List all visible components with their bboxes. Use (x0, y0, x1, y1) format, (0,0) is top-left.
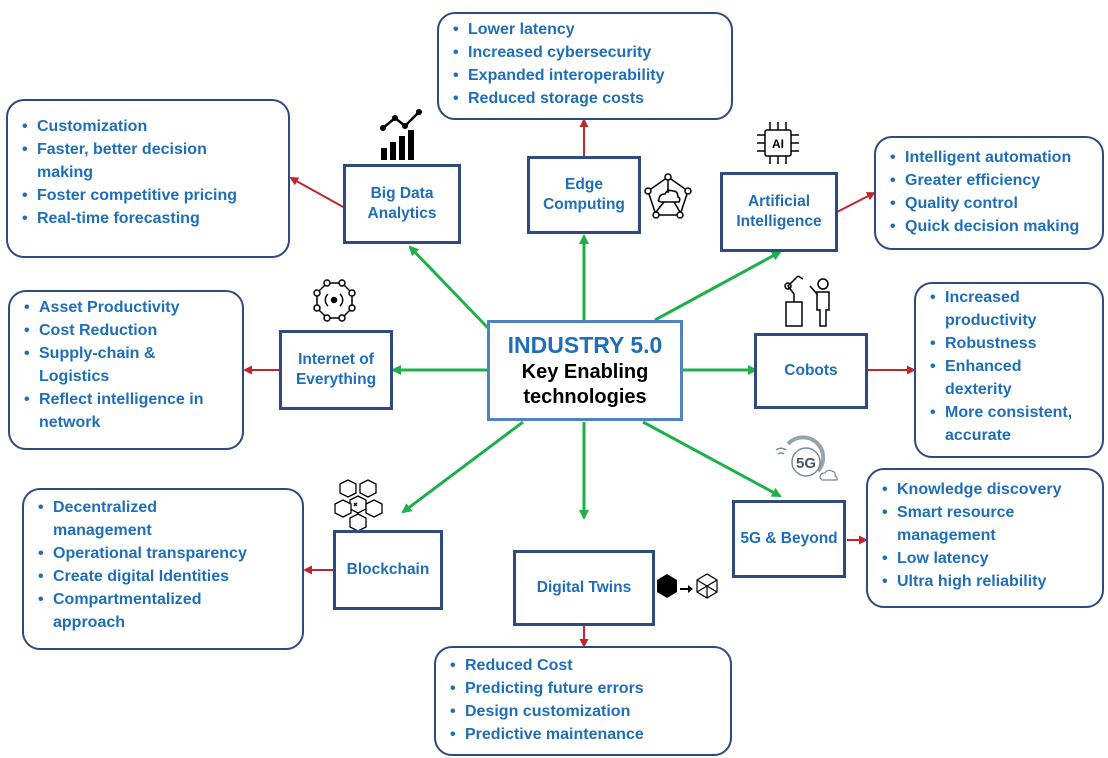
node-cobots-label: Cobots (784, 361, 838, 379)
benefit-item: Knowledge discovery (882, 478, 1092, 501)
ai-chip-icon: AI (757, 122, 799, 164)
bar-chart-trend-icon (380, 109, 422, 160)
benefit-item: Operational transparency (38, 542, 292, 565)
benefit-item: Lower latency (453, 18, 721, 41)
benefit-item: Asset Productivity (24, 296, 232, 319)
node-ai-label: Artificial Intelligence (736, 192, 822, 230)
cloud-network-icon (644, 173, 692, 219)
node-edge-label: Edge Computing (543, 175, 625, 213)
5g-icon: 5G (775, 435, 838, 481)
benefits-blockchain: Decentralized management Operational tra… (22, 488, 304, 650)
node-digital-twins: Digital Twins (513, 550, 655, 626)
benefit-item: Intelligent automation (890, 146, 1092, 169)
center-subtitle-line1: Key Enabling (521, 360, 649, 383)
cobot-icon (784, 275, 830, 327)
benefit-item: Create digital Identities (38, 565, 292, 588)
benefit-item: Increased productivity (930, 286, 1065, 332)
center-box: INDUSTRY 5.0 Key Enabling technologies (487, 320, 683, 421)
5g-icon-label: 5G (796, 455, 816, 472)
benefit-item: Compartmentalized approach (38, 588, 253, 634)
benefit-item: Increased cybersecurity (453, 41, 721, 64)
benefit-item: Reflect intelligence in network (24, 388, 229, 434)
node-big-data: Big Data Analytics (343, 164, 461, 244)
benefit-item: Ultra high reliability (882, 570, 1092, 593)
benefits-digital-twins: Reduced Cost Predicting future errors De… (434, 646, 732, 756)
node-digital-twins-label: Digital Twins (536, 578, 632, 596)
benefits-cobots: Increased productivity Robustness Enhanc… (914, 282, 1104, 458)
node-ioe-label: Internet of Everything (295, 350, 377, 388)
benefit-item: Predicting future errors (450, 677, 720, 700)
node-blockchain-label: Blockchain (346, 560, 430, 578)
benefit-item: Enhanced dexterity (930, 355, 1045, 401)
benefit-item: Greater efficiency (890, 169, 1092, 192)
ai-chip-label: AI (772, 137, 784, 151)
benefit-item: Customization (22, 115, 278, 138)
benefit-item: Low latency (882, 547, 1092, 570)
benefit-item: Faster, better decision making (22, 138, 237, 184)
red-arrow-ai (836, 192, 876, 213)
arrow-to-5g (642, 420, 782, 498)
benefit-item: Quality control (890, 192, 1092, 215)
red-arrow-big-data (289, 177, 346, 209)
node-ai: Artificial Intelligence (720, 172, 838, 252)
iot-network-icon (313, 279, 356, 322)
benefits-edge: Lower latency Increased cybersecurity Ex… (437, 12, 733, 120)
benefit-item: Real-time forecasting (22, 207, 278, 230)
benefit-item: Expanded interoperability (453, 64, 721, 87)
benefit-item: Decentralized management (38, 496, 203, 542)
node-5g: 5G & Beyond (732, 500, 846, 578)
node-cobots: Cobots (754, 333, 868, 409)
benefit-item: Robustness (930, 332, 1092, 355)
node-5g-label: 5G & Beyond (740, 529, 838, 547)
benefit-item: Supply-chain & Logistics (24, 342, 199, 388)
blockchain-icon (334, 479, 383, 532)
arrow-to-blockchain (401, 420, 524, 514)
center-title: INDUSTRY 5.0 (507, 332, 663, 359)
node-blockchain: Blockchain (333, 530, 443, 610)
benefits-big-data: Customization Faster, better decision ma… (6, 99, 290, 258)
benefit-item: More consistent, accurate (930, 401, 1105, 447)
node-edge: Edge Computing (527, 156, 641, 234)
digital-twin-icon (657, 573, 718, 599)
benefit-item: Predictive maintenance (450, 723, 720, 746)
benefit-item: Reduced storage costs (453, 87, 721, 110)
benefit-item: Quick decision making (890, 215, 1092, 238)
arrow-to-big-data (408, 245, 490, 330)
benefit-item: Design customization (450, 700, 720, 723)
benefit-item: Cost Reduction (24, 319, 232, 342)
benefit-item: Reduced Cost (450, 654, 720, 677)
benefits-ai: Intelligent automation Greater efficienc… (874, 136, 1104, 250)
benefit-item: Foster competitive pricing (22, 184, 278, 207)
node-big-data-label: Big Data Analytics (367, 184, 437, 222)
benefits-ioe: Asset Productivity Cost Reduction Supply… (8, 290, 244, 450)
node-ioe: Internet of Everything (279, 330, 393, 410)
arrow-to-ai (654, 250, 782, 322)
center-subtitle-line2: technologies (523, 385, 647, 408)
benefit-item: Smart resource management (882, 501, 1057, 547)
benefits-5g: Knowledge discovery Smart resource manag… (866, 468, 1104, 608)
